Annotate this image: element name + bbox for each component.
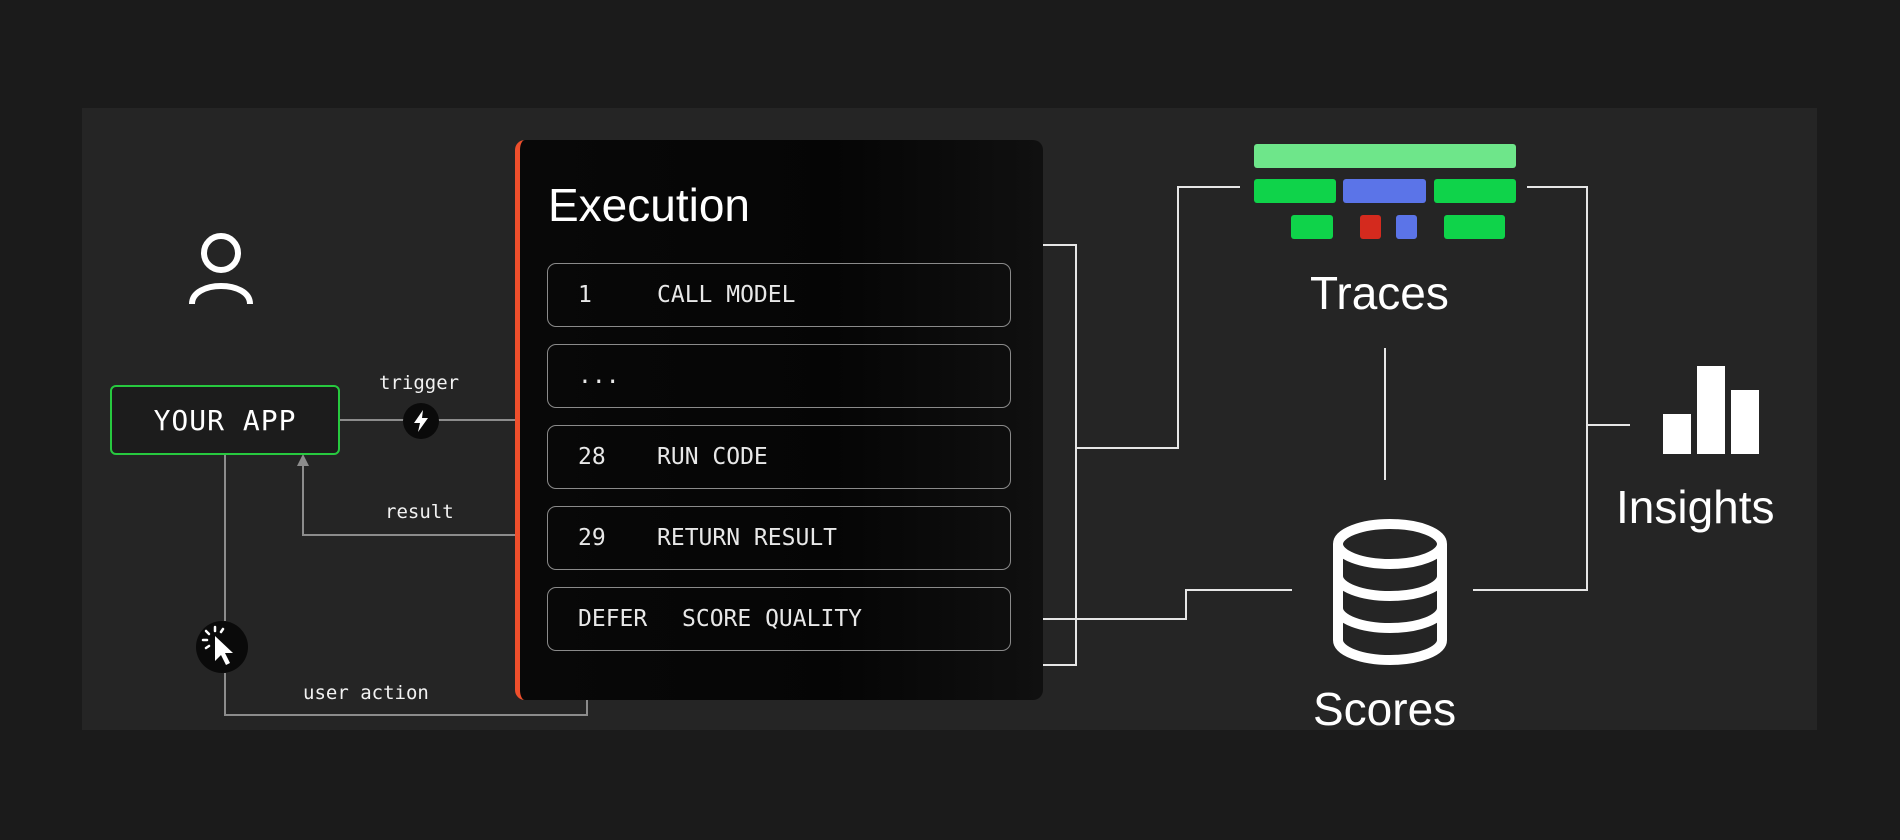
traces-waterfall-icon [1254,144,1516,239]
insights-label: Insights [1616,481,1775,533]
result-arrowhead [297,454,309,466]
step-run-code: 28 RUN CODE [547,425,1011,489]
step-call-model: 1 CALL MODEL [547,263,1011,327]
click-cursor-icon [196,621,248,673]
database-icon [1333,519,1447,666]
scores-label: Scores [1313,683,1457,735]
outputs-to-insights-bracket [1473,186,1588,591]
your-app-node: YOUR APP [110,385,340,455]
result-label: result [385,501,454,523]
user-icon [189,233,253,305]
step-ellipsis: ... [547,344,1011,408]
bar-chart-icon [1663,366,1759,454]
step-number: ... [578,363,620,389]
step-return-result: 29 RETURN RESULT [547,506,1011,570]
defer-to-scores-line [1011,589,1292,620]
step-number: 29 [578,525,606,551]
result-connector [302,461,547,536]
step-name: SCORE QUALITY [682,606,863,632]
step-number: 1 [578,282,592,308]
execution-bracket [1011,244,1077,666]
execution-panel [515,140,1043,700]
step-defer-score-quality: DEFER SCORE QUALITY [547,587,1011,651]
step-number: 28 [578,444,606,470]
execution-to-traces-line [1076,186,1240,449]
step-name: RETURN RESULT [657,525,838,551]
trigger-label: trigger [379,372,460,394]
lightning-icon [403,403,439,439]
user-action-label: user action [303,682,429,704]
traces-label: Traces [1310,267,1449,319]
step-number: DEFER [578,606,648,632]
step-name: RUN CODE [657,444,768,470]
step-name: CALL MODEL [657,282,796,308]
execution-title: Execution [548,179,751,231]
